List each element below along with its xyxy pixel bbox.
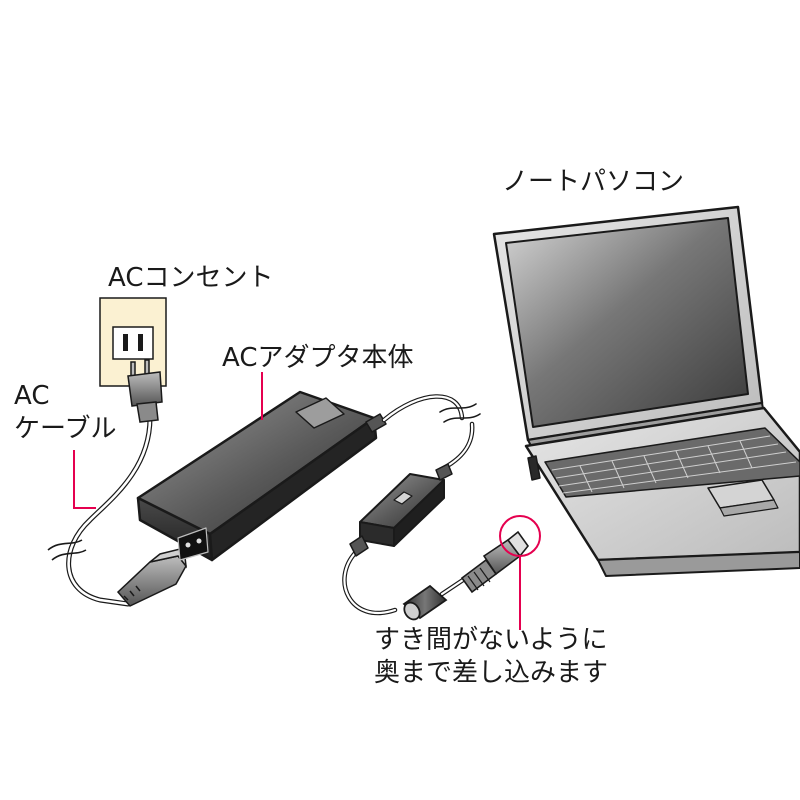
adapter-label-plate [295,397,345,429]
label-ac-outlet: ACコンセント [108,263,274,293]
inline-box-end-left [349,535,369,557]
ac-cable [47,415,153,607]
dc-plug-tip [506,530,530,558]
dc-plug-ridges [467,567,491,591]
laptop-dc-port [527,455,541,481]
adapter-ac-inlet [177,527,209,561]
ac-plug-wall [127,359,163,423]
ferrite-core [402,584,448,621]
connector-body [116,555,187,607]
label-ac-adapter: ACアダプタ本体 [222,343,414,373]
ac-cable-connector [116,547,188,607]
dc-cable [342,394,481,616]
connector-ridges [123,585,141,601]
label-note-line2: 奥まで差し込みます [374,657,609,688]
outlet-slot-left [123,334,128,351]
dc-cable-inline-box [349,463,453,557]
label-note-line1: すき間がないように [374,625,608,655]
plug-body [127,371,163,407]
laptop-screen [505,217,749,428]
inline-box-switch [393,491,413,505]
leader-cable [73,450,96,509]
inline-box-side [393,479,445,547]
label-insertion-note: すき間がないように 奥まで差し込みます [374,624,608,689]
plug-prong-left [130,361,136,377]
plug-grip [136,401,159,423]
label-ac-cable-line2: ケーブル [14,413,117,444]
label-laptop: ノートパソコン [502,167,685,197]
ac-adapter [136,390,387,562]
outlet-slot-right [138,334,143,351]
outlet-socket [112,326,154,360]
plug-prong-right [144,359,150,375]
adapter-inlet-pin-left [185,542,191,548]
dc-plug [460,530,530,594]
inline-box-end-right [435,463,453,481]
adapter-inlet-pin-right [196,538,202,544]
label-ac-cable-line1: AC [14,381,50,411]
laptop-touchpad-buttons [719,499,779,517]
laptop-base-front [597,551,800,577]
label-ac-cable: AC ケーブル [14,380,116,445]
adapter-strain-relief [365,413,387,433]
leader-lines [73,372,541,630]
keyboard-keys [551,435,797,494]
laptop-illustration [492,205,800,577]
adapter-side [208,416,378,562]
laptop-keyboard [544,427,800,498]
